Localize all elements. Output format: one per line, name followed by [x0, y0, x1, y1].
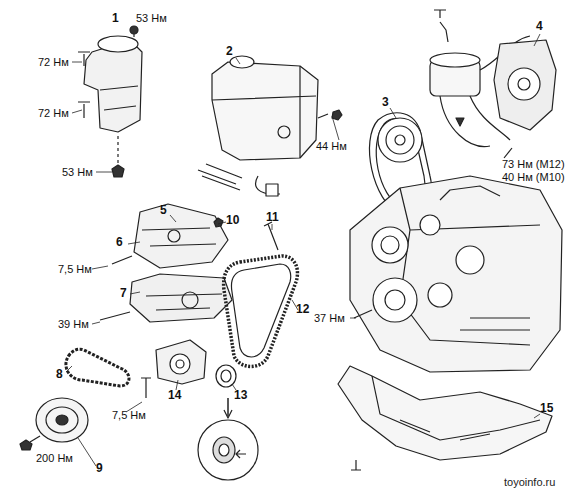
torque-value: 53 Нм — [136, 12, 167, 24]
drive-belt — [66, 349, 129, 386]
torque-value: 7,5 Нм — [112, 409, 146, 421]
torque-value: 40 Нм (M10) — [502, 171, 565, 183]
timing-cover-lower — [100, 274, 232, 322]
torque-value: 37 Нм — [314, 312, 345, 324]
watermark: toyoinfo.ru — [504, 476, 555, 488]
callout-number: 8 — [56, 368, 63, 380]
torque-value: 53 Нм — [62, 166, 93, 178]
timing-belt — [224, 256, 298, 367]
callout-number: 2 — [226, 45, 233, 57]
callout-number: 15 — [540, 402, 553, 414]
callout-number: 5 — [160, 204, 167, 216]
callout-number: 12 — [296, 303, 309, 315]
torque-value: 73 Нм (M12) — [502, 158, 565, 170]
power-steering-pump — [430, 10, 556, 158]
callout-number: 14 — [168, 389, 181, 401]
callout-number: 3 — [382, 96, 389, 108]
torque-value: 39 Нм — [58, 318, 89, 330]
callout-number: 7 — [120, 287, 127, 299]
torque-value: 7,5 Нм — [58, 263, 92, 275]
torque-value: 200 Нм — [36, 452, 73, 464]
callout-number: 4 — [536, 20, 543, 32]
engine-mount — [78, 26, 142, 177]
callout-number: 10 — [226, 214, 239, 226]
washer-reservoir — [198, 56, 342, 196]
crank-pulley — [20, 398, 88, 450]
torque-value: 72 Нм — [38, 107, 69, 119]
torque-value: 72 Нм — [38, 56, 69, 68]
timing-cover-upper — [112, 204, 278, 268]
callout-number: 1 — [112, 12, 119, 24]
torque-value: 44 Нм — [316, 140, 347, 152]
splash-shield — [338, 366, 552, 470]
callout-number: 6 — [116, 236, 123, 248]
leader-lines — [66, 34, 540, 466]
callout-number: 9 — [96, 462, 103, 474]
oil-seal — [198, 365, 258, 480]
callout-number: 11 — [266, 211, 279, 223]
callout-number: 13 — [234, 389, 247, 401]
engine-block — [350, 176, 562, 372]
